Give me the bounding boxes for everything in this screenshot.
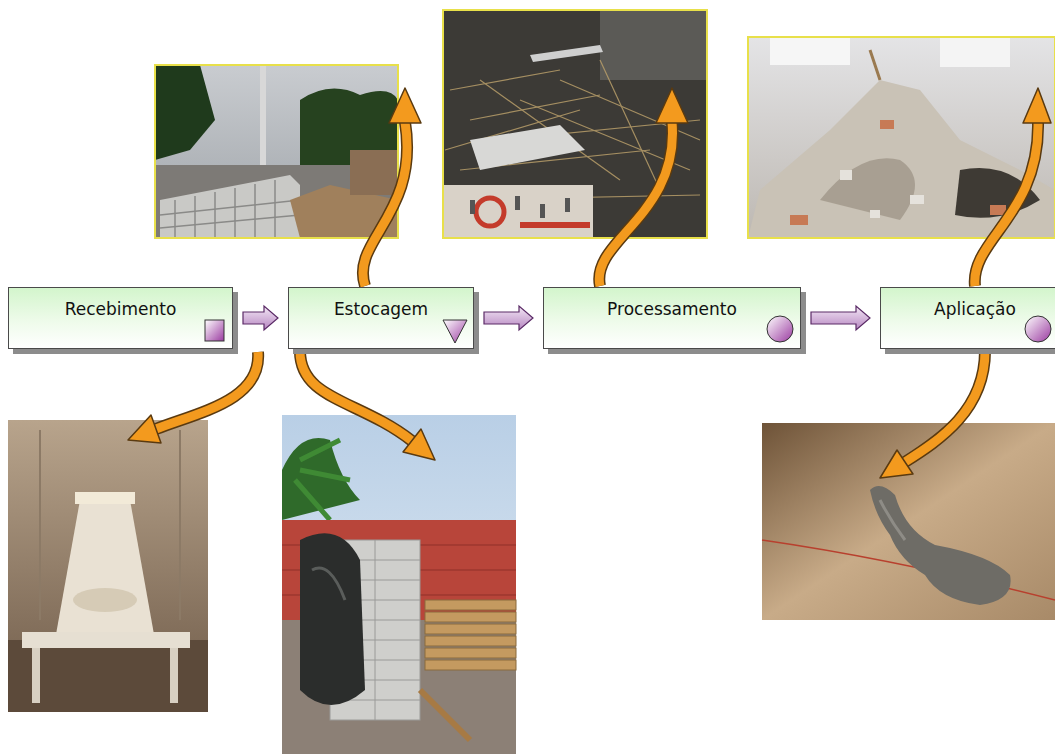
pointer-arrow — [363, 88, 421, 286]
flow-arrow — [811, 306, 870, 330]
box-label: Aplicação — [881, 299, 1055, 319]
photo-stored-materials — [282, 415, 516, 754]
operation-circle — [1025, 316, 1051, 342]
pointer-arrow — [975, 88, 1051, 286]
photo-gypsum-table — [8, 420, 208, 712]
process-box: Aplicação — [880, 287, 1055, 349]
box-label: Recebimento — [9, 299, 232, 319]
photo-concrete-spill — [762, 423, 1055, 620]
pointer-arrow — [300, 351, 435, 460]
box-label: Estocagem — [289, 299, 473, 319]
process-box: Recebimento — [8, 287, 233, 349]
operation-circle — [767, 316, 793, 342]
flow-arrow — [243, 306, 278, 330]
flow-arrow — [484, 306, 533, 330]
pointer-arrow — [128, 352, 258, 443]
photo-block-stacks — [155, 65, 398, 238]
box-label: Processamento — [544, 299, 800, 319]
storage-triangle — [443, 320, 467, 343]
pointer-arrow — [880, 351, 985, 478]
pointer-arrow — [599, 88, 688, 286]
process-box: Processamento — [543, 287, 801, 349]
process-box: Estocagem — [288, 287, 474, 349]
inspection-square — [205, 320, 224, 341]
pointer-arrows — [128, 88, 1051, 478]
